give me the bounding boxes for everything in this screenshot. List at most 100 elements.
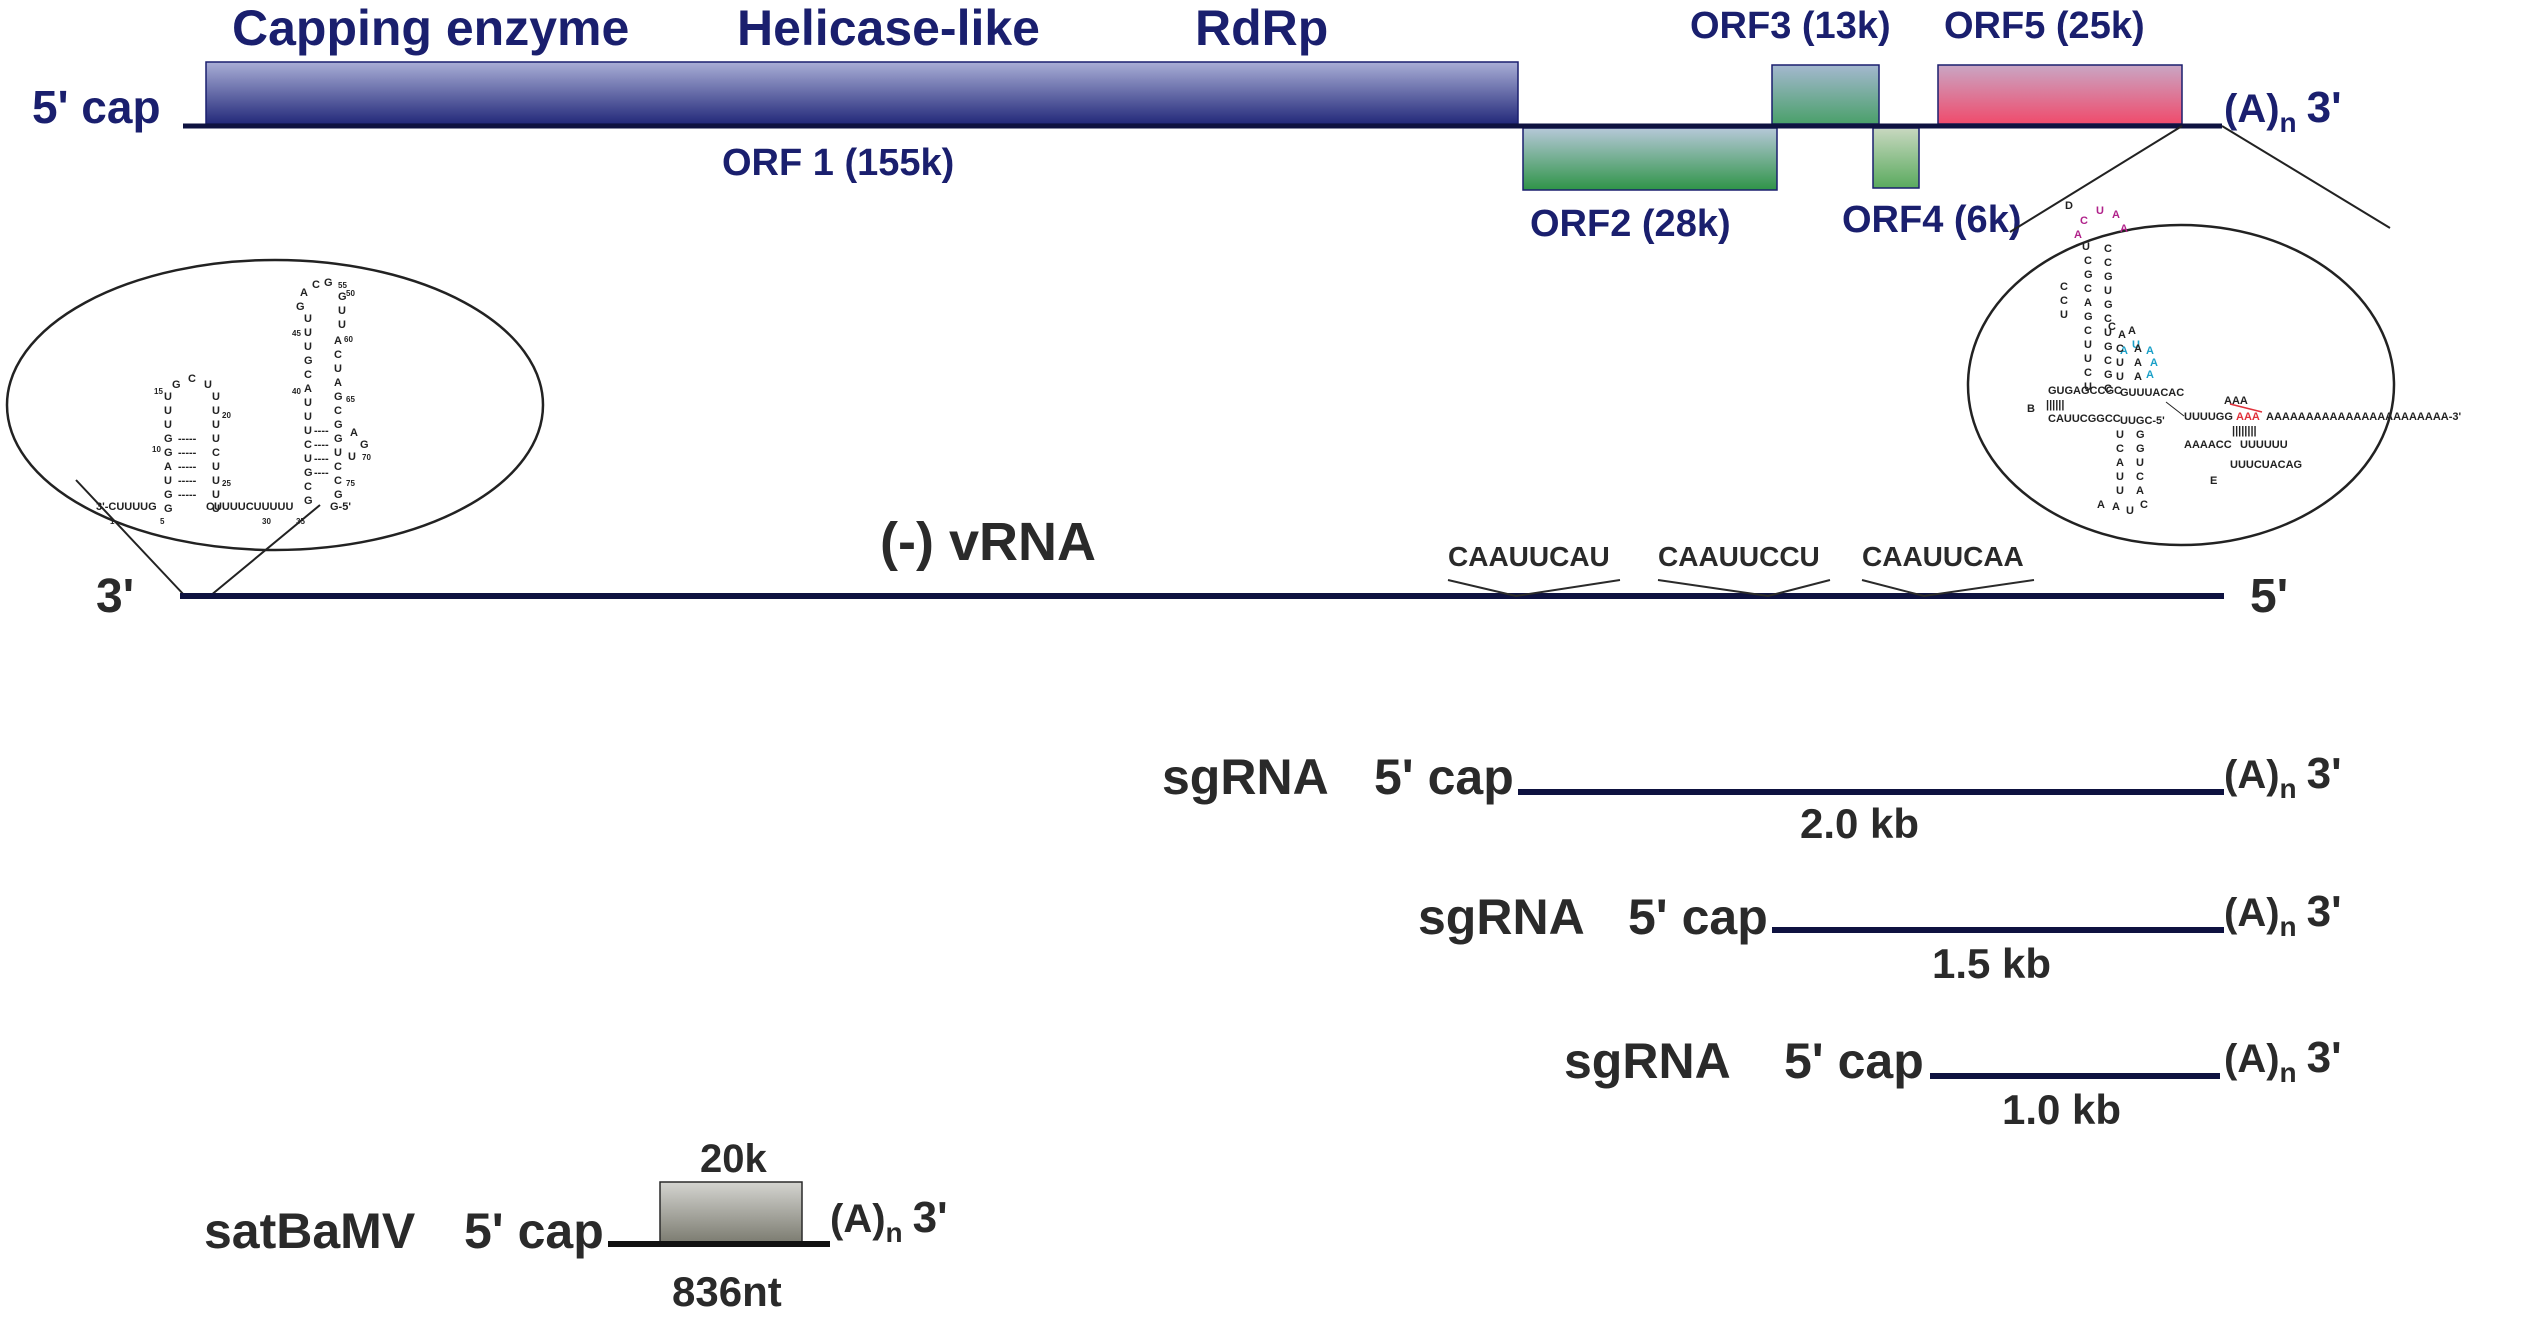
- svg-text:C: C: [334, 475, 342, 487]
- svg-text:G: G: [324, 277, 333, 289]
- svg-text:U: U: [2084, 353, 2092, 365]
- svg-text:U: U: [212, 503, 220, 515]
- svg-text:U: U: [2060, 309, 2068, 321]
- svg-text:30: 30: [262, 517, 271, 526]
- svg-text:G: G: [2104, 299, 2113, 311]
- svg-text:U: U: [2116, 485, 2124, 497]
- svg-text:||||||: ||||||: [2046, 399, 2064, 411]
- left-structure-tail: 3'-CUUUUG: [96, 501, 157, 513]
- svg-text:U: U: [304, 425, 312, 437]
- svg-text:-----: -----: [178, 489, 197, 501]
- right-structure-ellipse: [1966, 223, 2396, 547]
- svg-text:U: U: [2104, 285, 2112, 297]
- svg-text:C: C: [2104, 313, 2112, 325]
- svg-text:G: G: [338, 291, 347, 303]
- svg-text:U: U: [304, 341, 312, 353]
- svg-text:G: G: [304, 467, 313, 479]
- domain-rdrp: RdRp: [1195, 0, 1328, 56]
- svg-text:UUUUUU: UUUUUU: [2240, 439, 2288, 451]
- svg-text:C: C: [2104, 355, 2112, 367]
- svg-text:U: U: [338, 319, 346, 331]
- svg-text:C: C: [334, 461, 342, 473]
- minus-strand-three: 3': [96, 570, 134, 623]
- svg-text:||||||||: ||||||||: [2232, 425, 2257, 437]
- svg-text:U: U: [212, 405, 220, 417]
- svg-text:A: A: [2146, 369, 2154, 381]
- svg-text:65: 65: [346, 395, 355, 404]
- svg-text:70: 70: [362, 453, 371, 462]
- svg-text:U: U: [2132, 339, 2140, 351]
- svg-text:U: U: [2082, 241, 2090, 253]
- svg-text:C: C: [2084, 255, 2092, 267]
- svg-text:U: U: [304, 453, 312, 465]
- svg-text:A: A: [2128, 325, 2136, 337]
- structure-label-e: E: [2210, 475, 2217, 487]
- sgrna-1-5kb-name: sgRNA: [1418, 889, 1585, 945]
- svg-text:G: G: [334, 419, 343, 431]
- svg-text:-----: -----: [178, 475, 197, 487]
- motif-2: CAAUUCCU: [1658, 541, 1820, 572]
- svg-text:C: C: [312, 279, 320, 291]
- domain-helicase-like: Helicase-like: [737, 0, 1040, 56]
- orf1-label: ORF 1 (155k): [722, 142, 954, 184]
- svg-text:A: A: [2150, 357, 2158, 369]
- svg-text:U: U: [2084, 381, 2092, 393]
- svg-text:C: C: [2084, 325, 2092, 337]
- svg-text:UUGC-5': UUGC-5': [2120, 415, 2165, 427]
- svg-text:U: U: [2116, 429, 2124, 441]
- svg-text:G: G: [296, 301, 305, 313]
- svg-text:C: C: [2140, 499, 2148, 511]
- svg-text:G: G: [2084, 269, 2093, 281]
- svg-text:A: A: [2112, 501, 2120, 513]
- svg-text:C: C: [2116, 343, 2124, 355]
- svg-text:A: A: [164, 461, 172, 473]
- svg-text:G: G: [2104, 369, 2113, 381]
- svg-text:-----: -----: [178, 461, 197, 473]
- minus-strand-label: (-) vRNA: [880, 512, 1096, 572]
- polya-tail-region: AAA UUUUGG AAA AAAAAAAAAAAAAAAAAAAAAAA-3…: [2165, 395, 2461, 471]
- svg-text:20: 20: [222, 411, 231, 420]
- svg-text:A: A: [2112, 209, 2120, 221]
- domain-capping-enzyme: Capping enzyme: [232, 0, 629, 56]
- orf5-box: [1937, 64, 2183, 125]
- minus-strand-five: 5': [2250, 570, 2288, 623]
- motif-1-bracket: [1447, 579, 1621, 598]
- svg-text:A: A: [2134, 357, 2142, 369]
- zoom-line-right-b: [2221, 125, 2391, 229]
- svg-text:A: A: [2136, 485, 2144, 497]
- svg-text:U: U: [164, 405, 172, 417]
- svg-text:U: U: [338, 305, 346, 317]
- sgrna-1kb-cap: 5' cap: [1784, 1033, 1924, 1089]
- svg-text:U: U: [2104, 327, 2112, 339]
- svg-text:U: U: [212, 475, 220, 487]
- genomic-rna: Capping enzyme Helicase-like RdRp 5' cap…: [32, 0, 2342, 245]
- svg-text:U: U: [2116, 357, 2124, 369]
- orf2-box: [1522, 127, 1778, 191]
- svg-text:G: G: [304, 495, 313, 507]
- svg-text:15: 15: [154, 387, 163, 396]
- cyan-bulge: A U A A A: [2120, 339, 2158, 381]
- svg-text:U: U: [2116, 471, 2124, 483]
- svg-text:5: 5: [160, 517, 165, 526]
- left-structure-numbers: 1 5 30 35 10 15 20 25 40 45 50 55 60 65 …: [110, 281, 371, 526]
- svg-text:G: G: [360, 439, 369, 451]
- svg-text:----: ----: [314, 439, 329, 451]
- svg-text:U: U: [204, 379, 212, 391]
- orf4-box: [1872, 127, 1920, 189]
- sgrna-1kb-size: 1.0 kb: [2002, 1086, 2121, 1133]
- svg-text:G: G: [2104, 271, 2113, 283]
- svg-text:AAA: AAA: [2236, 411, 2260, 423]
- svg-text:A: A: [2120, 345, 2128, 357]
- hairpin-d-loop: C U A A A: [2074, 205, 2128, 241]
- svg-text:U: U: [212, 391, 220, 403]
- svg-text:C: C: [2116, 443, 2124, 455]
- structure-label-a: A: [2097, 499, 2105, 511]
